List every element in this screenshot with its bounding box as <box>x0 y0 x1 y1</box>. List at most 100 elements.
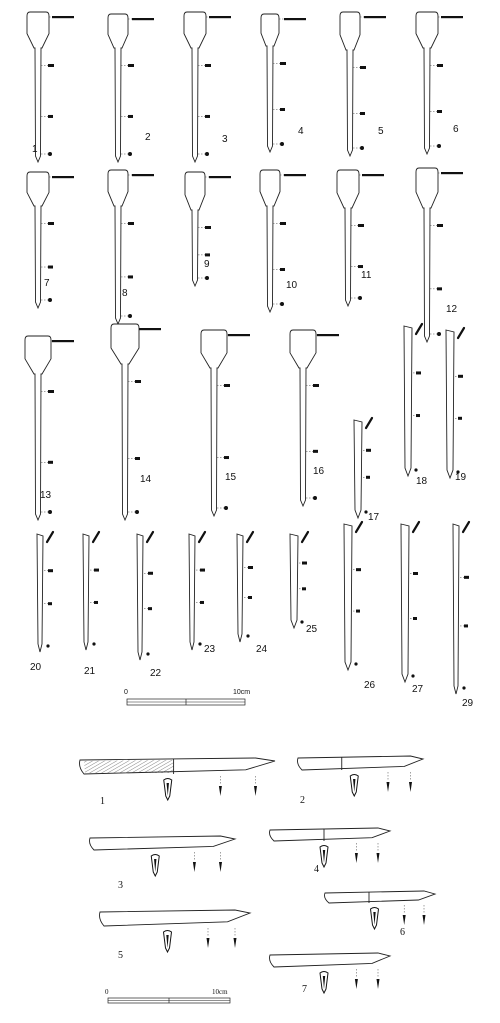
section-mark <box>413 572 418 575</box>
section-mark <box>302 587 306 591</box>
section-mark <box>364 16 386 19</box>
section-mark <box>414 322 424 336</box>
section-mark <box>280 62 286 65</box>
arrowhead-outline <box>107 13 129 164</box>
knife-drawings <box>79 755 437 995</box>
section-mark <box>366 448 371 452</box>
knife-outline <box>297 755 425 771</box>
arrowhead-number: 16 <box>313 466 325 477</box>
knife-figure <box>297 755 425 798</box>
section-mark <box>376 979 380 989</box>
section-mark <box>413 617 417 620</box>
section-mark <box>414 468 418 472</box>
section-mark <box>139 328 161 331</box>
section-mark <box>128 275 133 279</box>
section-mark <box>224 384 230 387</box>
arrowhead-figure <box>183 11 231 164</box>
arrowhead-outline <box>36 533 44 653</box>
section-mark <box>411 520 421 534</box>
arrowhead-outline <box>403 325 413 478</box>
knife-figure <box>79 757 276 802</box>
arrowhead-drawings <box>24 11 471 695</box>
section-mark <box>132 174 154 177</box>
arrowhead-outline <box>445 329 455 480</box>
arrowhead-number: 12 <box>446 304 458 315</box>
section-mark <box>146 652 150 656</box>
arrowhead-figure <box>82 530 101 651</box>
section-mark <box>358 265 363 269</box>
section-mark <box>128 114 133 118</box>
section-mark <box>135 510 139 514</box>
arrowhead-number: 6 <box>453 124 459 135</box>
arrowhead-scale-bar: 0 10cm <box>124 689 250 706</box>
section-mark <box>48 602 52 606</box>
knife-figure <box>269 827 392 869</box>
arrowhead-number: 23 <box>204 644 216 655</box>
section-mark <box>317 334 339 337</box>
arrowhead-outline <box>339 11 361 158</box>
arrowhead-number: 4 <box>298 126 304 137</box>
knife-number: 6 <box>400 927 405 938</box>
arrowhead-number: 9 <box>204 259 210 270</box>
section-mark <box>205 152 209 156</box>
arrowhead-number: 10 <box>286 280 298 291</box>
section-mark <box>402 915 406 925</box>
arrowhead-number: 14 <box>140 474 152 485</box>
arrowhead-number: 20 <box>30 662 42 673</box>
arrowhead-outline <box>183 11 207 164</box>
section-mark <box>205 64 211 67</box>
arrowhead-figure <box>400 520 421 684</box>
section-mark <box>205 276 209 280</box>
section-mark <box>464 624 468 628</box>
arrowhead-outline <box>400 523 410 684</box>
section-mark <box>354 979 358 989</box>
knife-number: 5 <box>118 950 123 961</box>
section-mark <box>386 782 390 792</box>
section-mark <box>441 16 463 19</box>
arrowhead-outline <box>343 523 353 672</box>
arrowhead-figure <box>26 171 74 310</box>
knife-outline <box>269 827 392 842</box>
arrowhead-figure <box>343 520 364 672</box>
section-mark <box>219 862 222 872</box>
section-mark <box>205 226 211 229</box>
knife-outline <box>269 952 392 968</box>
section-mark <box>205 114 210 118</box>
section-mark <box>362 174 384 177</box>
section-mark <box>254 786 257 796</box>
arrowhead-figure <box>136 530 155 661</box>
section-mark <box>416 414 420 418</box>
arrowhead-outline <box>82 533 90 651</box>
section-mark <box>409 782 412 792</box>
knife-scale-end-label: 10cm <box>212 988 228 996</box>
section-mark <box>437 64 443 67</box>
section-mark <box>458 416 462 420</box>
arrowhead-outline <box>289 533 299 630</box>
knife-scale-zero-label: 0 <box>105 988 109 996</box>
arrowhead-figure <box>339 11 386 158</box>
section-mark <box>416 371 421 375</box>
section-mark <box>206 938 210 948</box>
section-mark <box>464 575 469 579</box>
arrowhead-figure <box>200 329 250 518</box>
arrowhead-outline <box>452 523 460 695</box>
section-mark <box>48 114 53 118</box>
section-mark <box>52 16 74 19</box>
section-mark <box>192 862 196 872</box>
arrowhead-number: 2 <box>145 132 151 143</box>
section-mark <box>248 566 253 569</box>
arrowhead-number: 7 <box>44 278 50 289</box>
section-mark <box>128 152 132 156</box>
section-mark <box>45 530 55 544</box>
knife-number: 1 <box>100 796 105 807</box>
arrowhead-figure <box>445 326 466 480</box>
section-mark <box>300 620 304 624</box>
section-mark <box>209 176 231 179</box>
section-mark <box>354 853 358 863</box>
knife-outline <box>89 835 237 851</box>
section-mark <box>358 296 362 300</box>
section-mark <box>313 496 317 500</box>
arrowhead-figure <box>289 530 310 630</box>
